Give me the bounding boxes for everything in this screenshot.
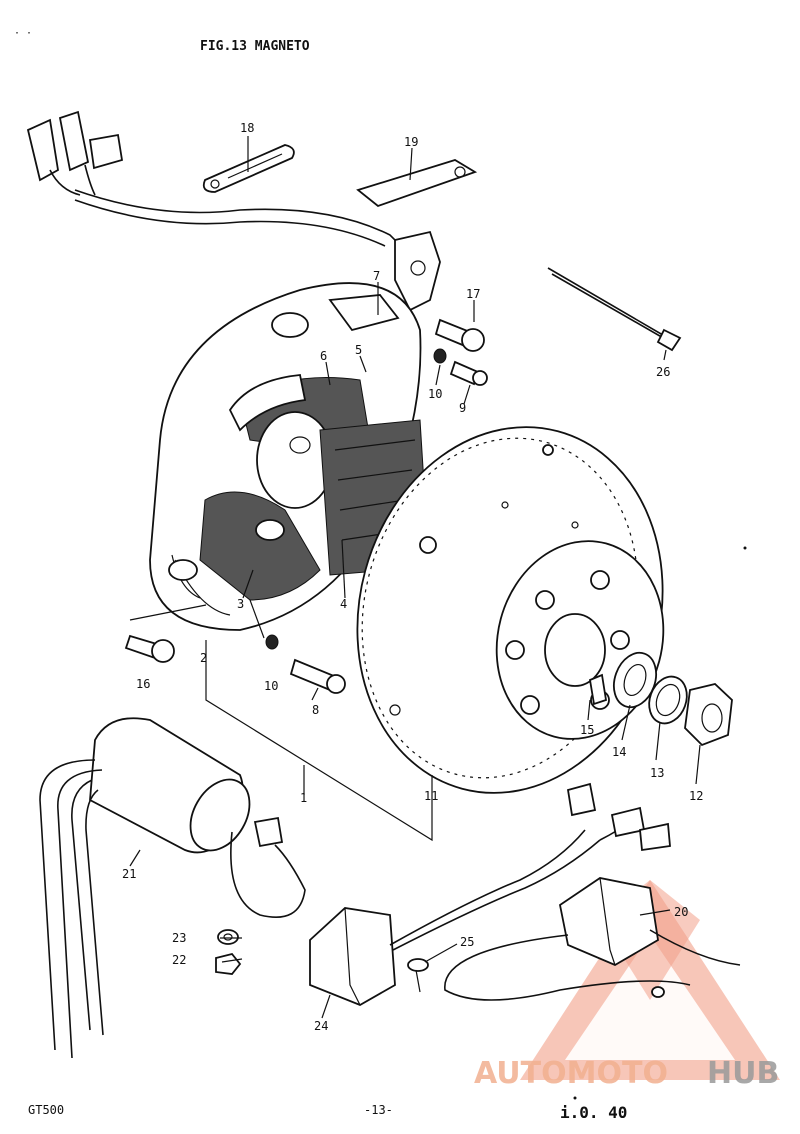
- callout-9: 9: [459, 401, 466, 415]
- part-20-regulator: [444, 782, 741, 1001]
- callout-1: 1: [300, 791, 307, 805]
- callout-3: 3: [237, 597, 244, 611]
- callout-23: 23: [172, 931, 186, 945]
- leader-lines: [129, 136, 701, 1019]
- callout-10-upper: 10: [428, 387, 442, 401]
- part-18-plate: [202, 144, 295, 193]
- part-26-rod: [547, 267, 682, 352]
- callout-21: 21: [122, 867, 136, 881]
- part-23-washer: [217, 929, 239, 945]
- callout-17: 17: [466, 287, 480, 301]
- callout-18: 18: [240, 121, 254, 135]
- speck: [743, 546, 747, 550]
- part-25-screw: [407, 958, 429, 993]
- footer-page-number: -13-: [364, 1103, 393, 1117]
- callout-12: 12: [689, 789, 703, 803]
- callout-20: 20: [674, 905, 688, 919]
- callout-13: 13: [650, 766, 664, 780]
- callout-2: 2: [200, 651, 207, 665]
- callout-15: 15: [580, 723, 594, 737]
- part-11-flywheel: [356, 426, 665, 794]
- callout-22: 22: [172, 953, 186, 967]
- callout-25: 25: [460, 935, 474, 949]
- coil-lower: [199, 491, 321, 601]
- callout-14: 14: [612, 745, 626, 759]
- part-19-plate: [356, 159, 478, 208]
- part-10-washer-lower: [265, 634, 279, 650]
- callout-7: 7: [373, 269, 380, 283]
- part-24-cdi-unit: [309, 829, 601, 1006]
- callout-labels: 18 19 7 17 6 5 10 9 26 3 4 2 16 10 8 1 1…: [122, 121, 703, 1033]
- part-12-nut: [684, 683, 733, 747]
- callout-6: 6: [320, 349, 327, 363]
- callout-8: 8: [312, 703, 319, 717]
- callout-11: 11: [424, 789, 438, 803]
- footer-model: GT500: [28, 1103, 64, 1117]
- part-9-screw: [449, 360, 488, 386]
- corner-mark: · ·: [14, 28, 32, 39]
- callout-19: 19: [404, 135, 418, 149]
- part-21-ignition-coil: [39, 717, 306, 1059]
- footer-handnote: i.0. 40: [560, 1103, 627, 1122]
- part-13-washer: [648, 675, 688, 725]
- watermark-automoto: AUTOMOTO: [474, 1056, 668, 1091]
- coil-upper: [228, 374, 371, 509]
- figure-title: FIG.13 MAGNETO: [200, 39, 310, 54]
- callout-5: 5: [355, 343, 362, 357]
- callout-24: 24: [314, 1019, 328, 1033]
- part-8-screw: [289, 658, 346, 694]
- wire-harness-top: [26, 110, 441, 312]
- callout-10-lower: 10: [264, 679, 278, 693]
- watermark-hub: HUB: [707, 1056, 779, 1091]
- part-10-washer-upper: [433, 348, 447, 364]
- speck: [573, 1096, 577, 1100]
- part-22-nut: [215, 952, 242, 975]
- callout-16: 16: [136, 677, 150, 691]
- callout-4: 4: [340, 597, 347, 611]
- part-17-screw: [434, 318, 485, 352]
- part-15-key: [588, 673, 608, 706]
- watermark-text: AUTOMOTO HUB: [474, 1056, 779, 1091]
- part-16-screw: [124, 634, 175, 663]
- callout-26: 26: [656, 365, 670, 379]
